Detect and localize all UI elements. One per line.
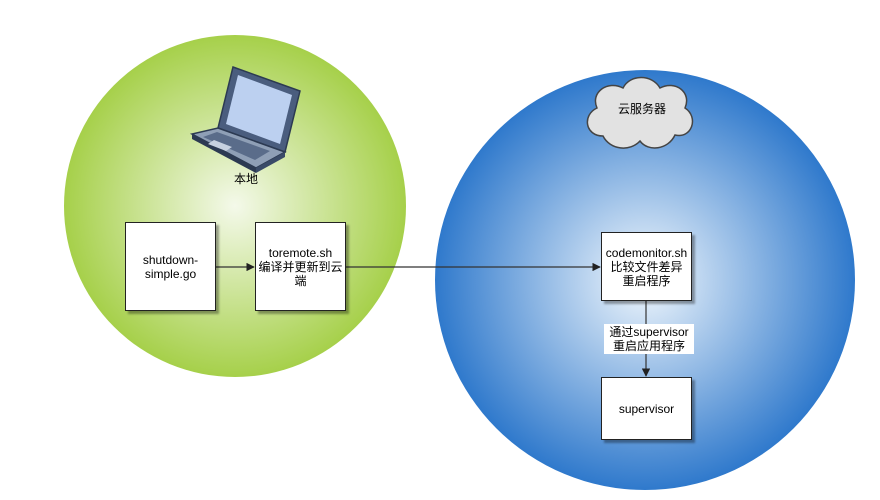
codemonitor-script-box[interactable]: codemonitor.sh 比较文件差异 重启程序	[601, 232, 692, 301]
cloud-shape	[586, 76, 694, 149]
toremote-script-box[interactable]: toremote.sh 编译并更新到云 端	[255, 222, 346, 311]
laptop-icon	[189, 66, 301, 173]
cloud-zone-label: 云服务器	[617, 102, 666, 116]
restart-edge-label: 通过supervisor 重启应用程序	[604, 324, 694, 354]
local-zone-label: 本地	[233, 172, 258, 186]
supervisor-box[interactable]: supervisor	[601, 377, 692, 440]
source-file-box[interactable]: shutdown- simple.go	[125, 222, 216, 311]
